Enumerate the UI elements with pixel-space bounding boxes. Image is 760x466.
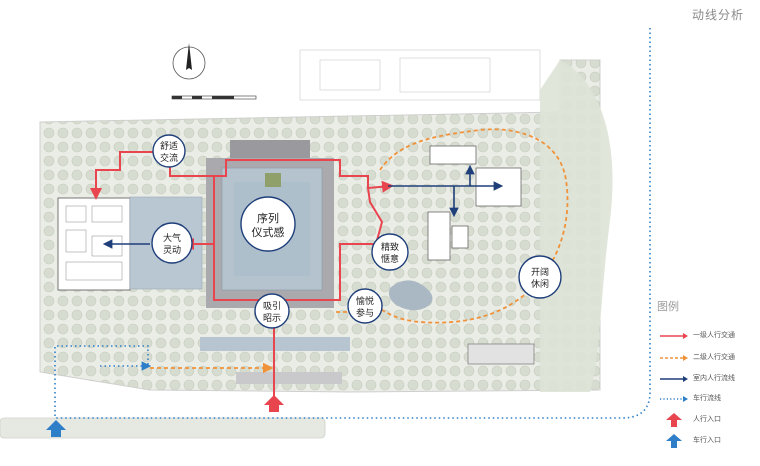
node-label: 惬意 [381, 253, 399, 265]
legend-label: 一级人行交通 [693, 332, 735, 339]
red-up-arrow-icon [666, 413, 682, 427]
node-label: 昭示 [263, 313, 281, 324]
node-circle [151, 222, 193, 264]
road [0, 417, 326, 439]
node-label: 开阔 [531, 266, 549, 278]
node-label: 吸引 [263, 301, 281, 312]
node-label: 大气 [163, 232, 181, 244]
legend-item-primary-pedestrian: 一级人行交通 [657, 329, 757, 343]
navy-line-arrow-icon [660, 376, 688, 382]
legend-item-vehicle: 车行流线 [657, 392, 757, 406]
node-label: 仪式感 [252, 226, 285, 239]
solid-line-arrow-icon [660, 333, 688, 339]
pedestrian-entrance-arrow-icon [264, 395, 284, 412]
diagram-title: 动线分析 [692, 8, 745, 22]
node-label: 精致 [381, 241, 399, 253]
node-circle [152, 134, 186, 168]
node-label: 序列 [257, 211, 279, 225]
legend-label: 车行入口 [693, 437, 721, 444]
north-buildings [299, 49, 541, 101]
north-arrow-icon [172, 43, 206, 80]
node-label: 休闲 [531, 278, 549, 290]
legend-item-vehicle-entrance: 车行入口 [657, 434, 757, 448]
legend-label: 人行入口 [693, 416, 721, 423]
indoor-route [102, 164, 504, 249]
node-label: 愉悦 [356, 295, 374, 307]
node-circle [518, 255, 562, 299]
south-plaza [236, 372, 342, 384]
scale-bar [171, 95, 257, 100]
legend-item-secondary-pedestrian: 二级人行交通 [657, 351, 757, 365]
legend-label: 车行流线 [693, 395, 721, 402]
legend-item-pedestrian-entrance: 人行入口 [657, 413, 757, 427]
legend-label: 室内人行流线 [693, 375, 735, 382]
dotted-line-arrow-icon [660, 396, 688, 402]
node-label: 交流 [160, 152, 178, 164]
legend-label: 二级人行交通 [693, 354, 735, 361]
vehicle-route [54, 28, 651, 419]
node-circle [254, 293, 290, 329]
node-label: 舒适 [160, 140, 178, 152]
node-label: 灵动 [163, 245, 181, 256]
blue-up-arrow-icon [666, 434, 682, 448]
node-circle [347, 288, 383, 324]
east-garden-pond [388, 280, 433, 311]
primary-pedestrian-route [90, 151, 394, 398]
node-circle [240, 196, 296, 252]
node-label: 参与 [356, 307, 374, 319]
legend-title: 图例 [657, 301, 679, 313]
node-circle [371, 233, 409, 271]
vehicle-entrance-arrow-icon [46, 420, 66, 437]
dashed-line-arrow-icon [660, 355, 688, 361]
legend-item-indoor: 室内人行流线 [657, 372, 757, 386]
